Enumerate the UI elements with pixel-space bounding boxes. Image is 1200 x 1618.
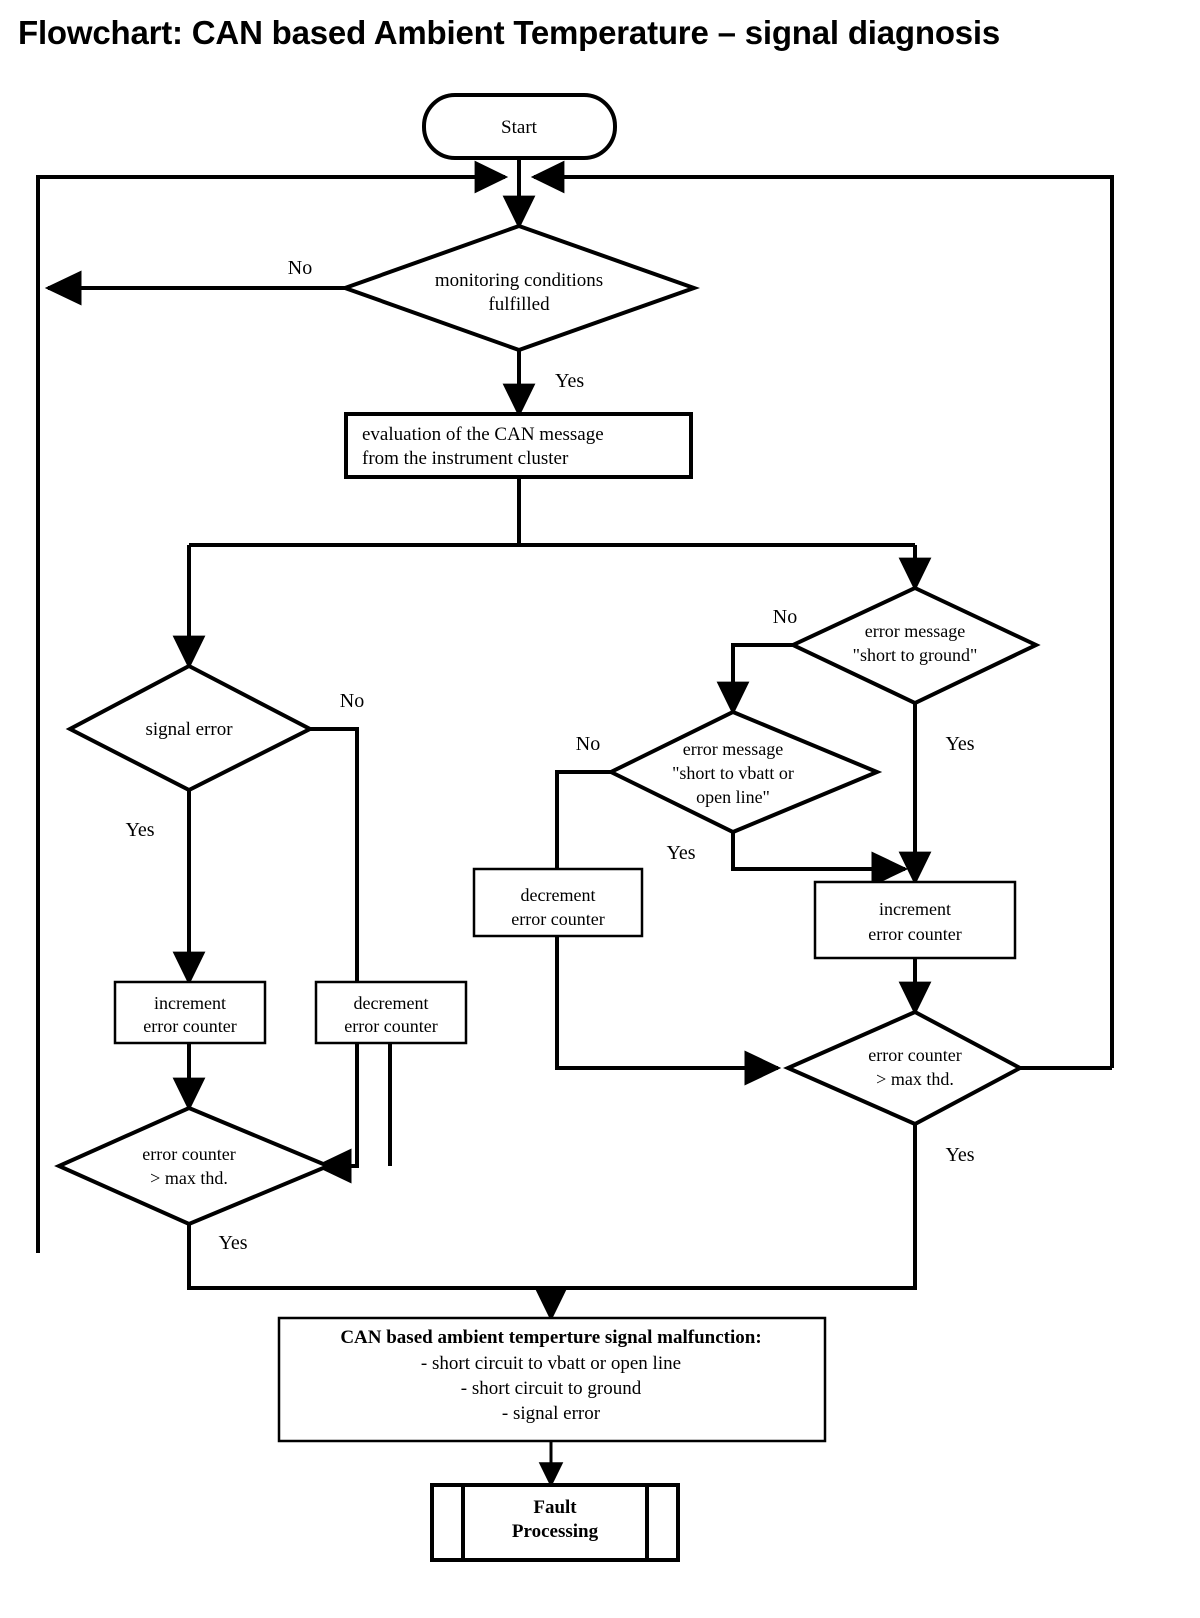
node-malfunction-line3: - short circuit to ground bbox=[461, 1378, 642, 1399]
node-counter-right[interactable]: error counter > max thd. bbox=[783, 1009, 1025, 1127]
node-increment-left[interactable]: increment error counter bbox=[113, 980, 267, 1045]
node-start[interactable]: Start bbox=[422, 93, 617, 160]
branch-label-signal-error-yes: Yes bbox=[125, 819, 154, 841]
connector-signal-error-no bbox=[310, 727, 359, 1184]
branch-label-short-to-vbatt-yes: Yes bbox=[666, 842, 695, 864]
node-decrement-right[interactable]: decrement error counter bbox=[472, 867, 644, 938]
node-short-to-ground-line2: "short to ground" bbox=[853, 645, 978, 665]
node-counter-left[interactable]: error counter > max thd. bbox=[54, 1105, 334, 1227]
node-decrement-right-line2: error counter bbox=[511, 909, 604, 929]
connector-right-loop-return bbox=[530, 160, 1114, 1068]
node-evaluation[interactable]: evaluation of the CAN message from the i… bbox=[344, 412, 693, 479]
node-monitoring-line1: monitoring conditions bbox=[435, 270, 603, 291]
node-start-label: Start bbox=[501, 117, 538, 138]
connector-short-to-vbatt-yes bbox=[731, 832, 909, 887]
node-counter-right-line1: error counter bbox=[868, 1045, 961, 1065]
node-counter-left-line2: > max thd. bbox=[150, 1168, 228, 1188]
page-title: Flowchart: CAN based Ambient Temperature… bbox=[18, 14, 1001, 51]
branch-label-monitoring-no: No bbox=[288, 257, 312, 279]
connector-decrement-right-to-counter bbox=[555, 936, 782, 1086]
node-malfunction-line2: - short circuit to vbatt or open line bbox=[421, 1353, 681, 1374]
connector-left-loop-return bbox=[36, 160, 509, 1253]
node-decrement-left-line1: decrement bbox=[354, 993, 429, 1013]
node-decrement-left[interactable]: decrement error counter bbox=[314, 980, 468, 1045]
node-increment-right[interactable]: increment error counter bbox=[813, 880, 1017, 960]
node-increment-left-line1: increment bbox=[154, 993, 226, 1013]
node-fault-processing[interactable]: Fault Processing bbox=[430, 1483, 680, 1562]
node-short-to-vbatt-line1: error message bbox=[683, 739, 783, 759]
node-short-to-vbatt-line2: "short to vbatt or bbox=[672, 763, 794, 783]
branch-label-counter-right-yes: Yes bbox=[945, 1144, 974, 1166]
connector-short-to-vbatt-no bbox=[555, 770, 611, 869]
node-evaluation-line1: evaluation of the CAN message bbox=[362, 424, 604, 445]
node-increment-left-line2: error counter bbox=[143, 1016, 236, 1036]
branch-label-signal-error-no: No bbox=[340, 690, 364, 712]
node-counter-right-line2: > max thd. bbox=[876, 1069, 954, 1089]
branch-label-counter-left-yes: Yes bbox=[218, 1232, 247, 1254]
branch-label-short-to-vbatt-no: No bbox=[576, 733, 600, 755]
node-increment-right-line1: increment bbox=[879, 899, 951, 919]
node-counter-left-line1: error counter bbox=[142, 1144, 235, 1164]
node-short-to-ground[interactable]: error message "short to ground" bbox=[788, 585, 1041, 706]
connector-short-to-ground-no bbox=[716, 643, 793, 716]
node-malfunction-line1: CAN based ambient temperture signal malf… bbox=[340, 1327, 761, 1348]
node-signal-error-label: signal error bbox=[145, 719, 233, 740]
node-decrement-left-line2: error counter bbox=[344, 1016, 437, 1036]
connector-evaluation-split bbox=[172, 477, 932, 670]
node-fault-processing-line2: Processing bbox=[512, 1521, 599, 1542]
node-monitoring-line2: fulfilled bbox=[488, 294, 550, 315]
branch-label-monitoring-yes: Yes bbox=[555, 370, 584, 392]
branch-label-short-to-ground-yes: Yes bbox=[945, 733, 974, 755]
connector-counter-right-yes bbox=[551, 1124, 917, 1290]
node-signal-error[interactable]: signal error bbox=[65, 663, 315, 793]
node-malfunction-line4: - signal error bbox=[502, 1403, 601, 1424]
node-short-to-ground-line1: error message bbox=[865, 621, 965, 641]
node-short-to-vbatt[interactable]: error message "short to vbatt or open li… bbox=[606, 709, 883, 835]
node-short-to-vbatt-line3: open line" bbox=[696, 787, 770, 807]
node-decrement-right-line1: decrement bbox=[521, 885, 596, 905]
node-increment-right-line2: error counter bbox=[868, 924, 961, 944]
node-fault-processing-line1: Fault bbox=[533, 1497, 577, 1518]
branch-label-short-to-ground-no: No bbox=[773, 606, 797, 628]
node-malfunction[interactable]: CAN based ambient temperture signal malf… bbox=[277, 1316, 827, 1443]
node-monitoring-conditions[interactable]: monitoring conditions fulfilled bbox=[339, 223, 700, 353]
connector-counter-left-yes bbox=[187, 1224, 568, 1322]
node-evaluation-line2: from the instrument cluster bbox=[362, 448, 569, 469]
